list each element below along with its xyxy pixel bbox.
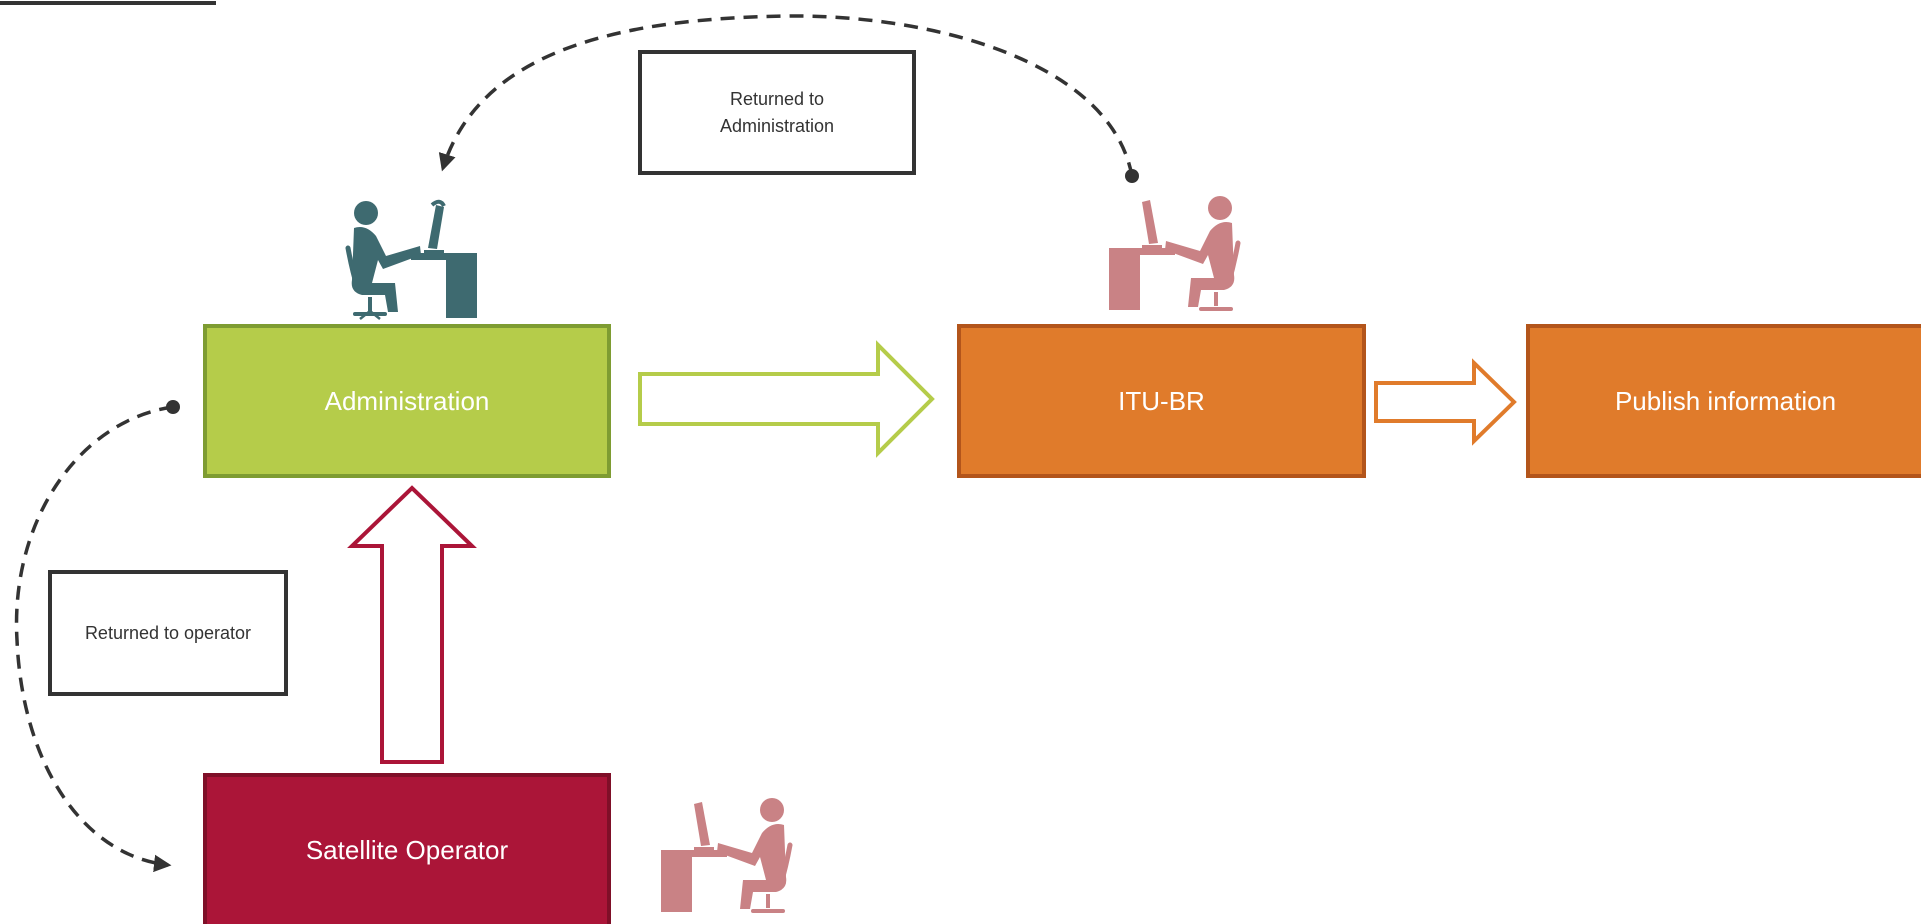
operator-to-admin-arrow — [347, 485, 477, 764]
operator-person-at-computer-icon — [661, 798, 793, 913]
return-to-operator-origin-dot — [166, 400, 180, 414]
administration-box: Administration — [203, 324, 611, 478]
returned-to-administration-note: Returned to Administration — [638, 50, 916, 175]
itu-br-box: ITU-BR — [957, 324, 1366, 478]
itu-person-at-computer-icon — [1109, 196, 1241, 311]
return-to-administration-connector — [438, 14, 1134, 177]
return-to-operator-connector — [14, 405, 174, 873]
itu-to-publish-arrow — [1374, 358, 1517, 446]
return-to-administration-origin-dot — [1125, 169, 1139, 183]
administration-person-at-computer-icon — [345, 199, 477, 320]
publish-information-label: Publish information — [1614, 385, 1837, 416]
itu-br-label: ITU-BR — [1118, 385, 1205, 416]
satellite-operator-label: Satellite Operator — [305, 835, 509, 865]
returned-to-operator-text: Returned to operator — [84, 622, 252, 643]
returned-to-operator-note: Returned to operator — [48, 570, 288, 696]
satellite-operator-box: Satellite Operator — [203, 773, 611, 924]
top-rule — [0, 1, 216, 5]
admin-to-itu-arrow — [638, 340, 935, 458]
administration-label: Administration — [324, 385, 490, 416]
publish-information-box: Publish information — [1526, 324, 1921, 478]
returned-to-administration-text: Returned to Administration — [719, 88, 835, 136]
